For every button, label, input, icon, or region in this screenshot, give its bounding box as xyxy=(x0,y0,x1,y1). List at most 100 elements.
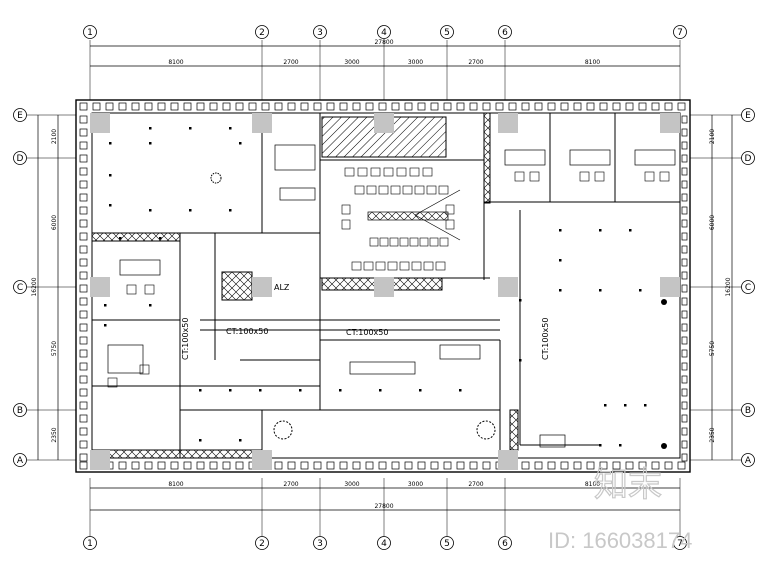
ceiling-light xyxy=(104,324,107,327)
ceiling-light xyxy=(239,439,242,442)
wall-block xyxy=(79,232,88,241)
wall-block xyxy=(547,102,556,111)
wall-block xyxy=(681,206,688,215)
wall-block xyxy=(521,461,530,470)
wall-block xyxy=(79,154,88,163)
grid-column-label: 4 xyxy=(381,28,387,38)
ceiling-light xyxy=(109,174,112,177)
wall-block xyxy=(79,193,88,202)
wall-block xyxy=(681,180,688,189)
wall-block xyxy=(79,323,88,332)
wall-block xyxy=(681,258,688,267)
grid-bubble xyxy=(673,25,687,39)
wall-block xyxy=(681,167,688,176)
wall-block xyxy=(378,461,387,470)
ceiling-light xyxy=(629,229,632,232)
wall-block xyxy=(79,414,88,423)
wall-block xyxy=(443,461,452,470)
alz-label: ALZ xyxy=(274,283,290,292)
grid-column-label: 1 xyxy=(87,539,93,549)
wall-block xyxy=(508,102,517,111)
grid-row-label: B xyxy=(745,406,751,416)
chairs xyxy=(107,167,670,388)
structural-column xyxy=(90,113,110,133)
right-dimension: 2350 xyxy=(709,427,716,442)
chair xyxy=(344,167,355,177)
wall-block xyxy=(664,461,673,470)
structural-column xyxy=(374,277,394,297)
wall-block xyxy=(118,102,127,111)
wall-block xyxy=(681,375,688,384)
wall-block xyxy=(560,461,569,470)
ceiling-light xyxy=(229,389,232,392)
ceiling-light xyxy=(624,404,627,407)
top-dimension: 2700 xyxy=(468,59,483,66)
ceiling-light xyxy=(599,229,602,232)
wall-block xyxy=(79,271,88,280)
right-dimension: 5750 xyxy=(709,341,716,356)
ceiling-light xyxy=(599,444,602,447)
ct-label-center: CT:100x50 xyxy=(346,328,388,337)
cross-hatched-band-2 xyxy=(91,449,263,459)
grid-bubble xyxy=(741,453,755,467)
wall-block xyxy=(248,102,257,111)
wall-block xyxy=(430,102,439,111)
ceiling-light xyxy=(199,439,202,442)
ceiling-light xyxy=(639,289,642,292)
ceiling-light xyxy=(119,237,122,240)
structural-column xyxy=(660,277,680,297)
ct-label-left-vertical: CT:100x50 xyxy=(181,318,190,360)
wall-block xyxy=(183,461,192,470)
bottom-dimension: 8100 xyxy=(168,481,183,488)
ceiling-light xyxy=(239,142,242,145)
wall-block xyxy=(586,461,595,470)
wall-block xyxy=(625,102,634,111)
ceiling-light xyxy=(109,142,112,145)
chair xyxy=(399,237,409,247)
wall-block xyxy=(79,258,88,267)
chair xyxy=(411,261,422,271)
structural-column xyxy=(252,113,272,133)
wall-block xyxy=(183,102,192,111)
ceiling-light xyxy=(149,142,152,145)
wall-block xyxy=(313,461,322,470)
chair xyxy=(439,237,449,247)
wall-block xyxy=(157,102,166,111)
grid-bubble xyxy=(498,25,512,39)
wall-block xyxy=(599,102,608,111)
wall-block xyxy=(681,427,688,436)
wall-block xyxy=(326,102,335,111)
wall-block xyxy=(430,461,439,470)
wall-block xyxy=(287,461,296,470)
wall-block xyxy=(651,102,660,111)
wall-block xyxy=(469,102,478,111)
wall-block xyxy=(339,102,348,111)
grid-column-label: 1 xyxy=(87,28,93,38)
chair xyxy=(445,204,455,215)
ceiling-light xyxy=(459,389,462,392)
wall-block xyxy=(300,102,309,111)
grid-bubble xyxy=(13,108,27,122)
ceiling-light xyxy=(519,359,522,362)
wall-block xyxy=(300,461,309,470)
chair xyxy=(366,185,377,195)
grid-bubble xyxy=(741,280,755,294)
top-dimension: 3000 xyxy=(344,59,359,66)
wall-block xyxy=(681,414,688,423)
wall-block xyxy=(352,102,361,111)
wall-block xyxy=(79,297,88,306)
wall-block xyxy=(681,154,688,163)
wall-block xyxy=(681,401,688,410)
grid-bubble xyxy=(498,536,512,550)
structural-column xyxy=(252,450,272,470)
chair xyxy=(429,237,439,247)
chair xyxy=(390,185,401,195)
wall-block xyxy=(391,102,400,111)
ceiling-light xyxy=(644,404,647,407)
grid-bubble xyxy=(255,536,269,550)
conference-room-furniture xyxy=(367,189,461,241)
grid-bubble xyxy=(13,453,27,467)
wall-block xyxy=(352,461,361,470)
grid-column-label: 5 xyxy=(444,28,450,38)
chair xyxy=(379,237,389,247)
